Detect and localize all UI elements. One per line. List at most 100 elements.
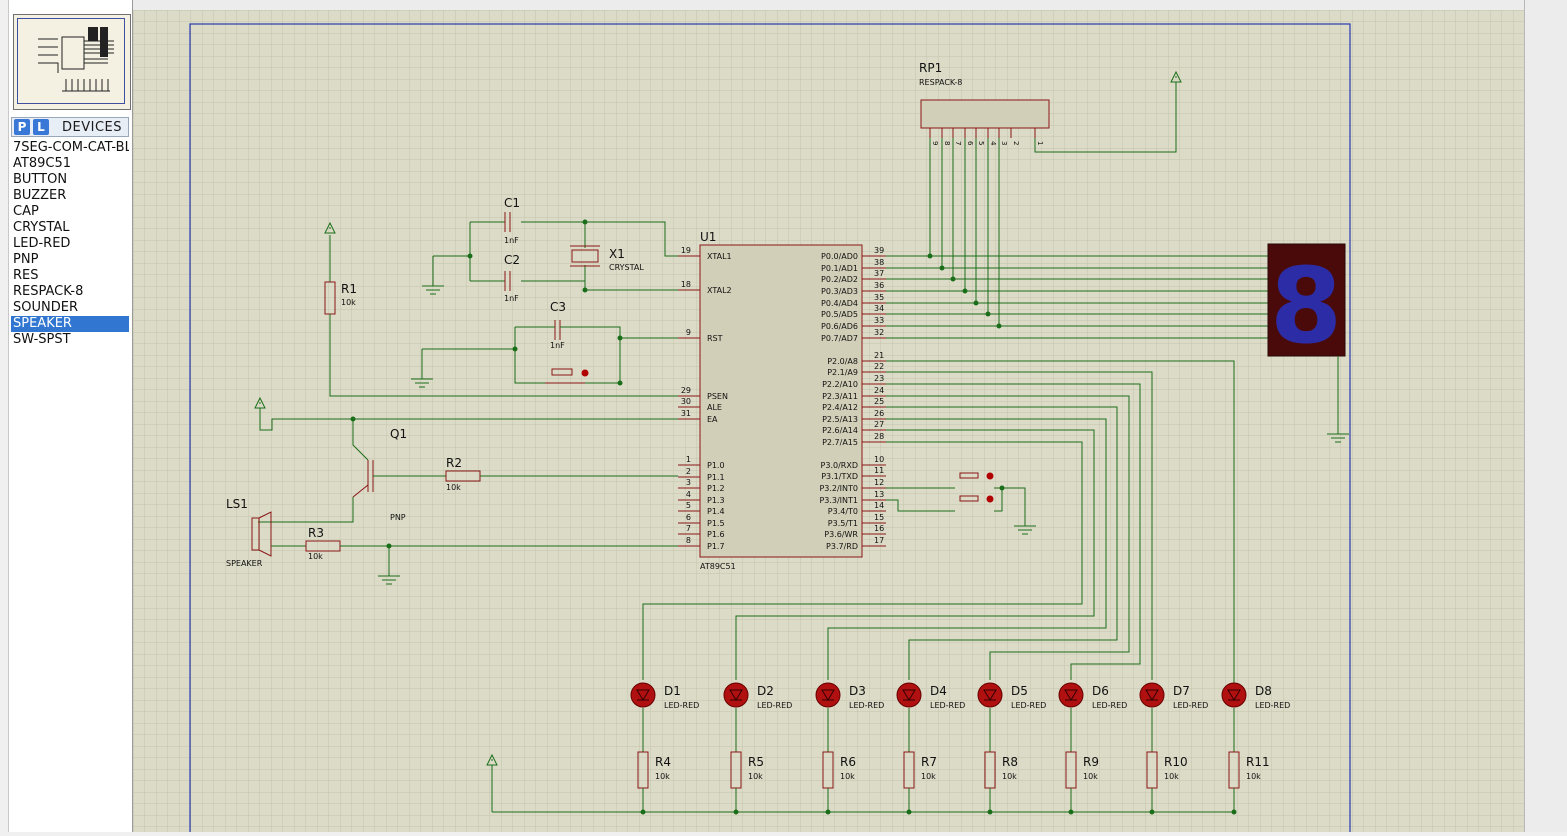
device-item[interactable]: RESPACK-8 xyxy=(13,284,84,299)
schematic-canvas[interactable]: U1AT89C5119XTAL118XTAL29RST29PSEN30ALE31… xyxy=(133,10,1524,836)
led-symbol xyxy=(636,689,650,701)
device-item[interactable]: LED-RED xyxy=(13,236,71,251)
led-resistor-ref: R9 xyxy=(1083,755,1099,769)
wire xyxy=(886,371,1153,680)
led-body xyxy=(815,682,841,708)
u1-pin-name: P1.7 xyxy=(707,542,725,551)
device-item[interactable]: SPEAKER xyxy=(11,316,129,332)
led-symbol xyxy=(1145,689,1159,701)
power-terminal xyxy=(486,753,498,766)
device-item[interactable]: BUTTON xyxy=(13,172,68,187)
u1-ref: U1 xyxy=(700,230,716,244)
r3-ref: R3 xyxy=(308,526,324,540)
led-resistor-value: 10k xyxy=(921,772,936,781)
c2-ref: C2 xyxy=(504,253,520,267)
r3-value: 10k xyxy=(308,552,323,561)
ground-symbol xyxy=(378,570,400,585)
u1-pin-name: P1.0 xyxy=(707,461,725,470)
right-scroll-panel[interactable] xyxy=(1524,0,1567,832)
u1-pin-name: P2.3/A11 xyxy=(822,392,858,401)
u1-pin-number: 25 xyxy=(874,397,884,406)
rp1-pin-number: 8 xyxy=(943,141,951,145)
int1-button-cap xyxy=(959,495,979,502)
led-resistor-value: 10k xyxy=(748,772,763,781)
device-item[interactable]: CAP xyxy=(13,204,39,219)
device-item[interactable]: SOUNDER xyxy=(13,300,78,315)
c3-value: 1nF xyxy=(550,341,565,350)
ground-symbol xyxy=(1327,428,1349,443)
u1-pin-name: EA xyxy=(707,415,718,424)
u1-pin-name: P3.0/RXD xyxy=(821,461,858,470)
devices-title: DEVICES xyxy=(62,120,122,135)
u1-pin-number: 29 xyxy=(681,386,691,395)
device-item[interactable]: SW-SPST xyxy=(13,332,71,347)
rp1-pin-number: 9 xyxy=(931,141,939,145)
c3-ref: C3 xyxy=(550,300,566,314)
led-type: LED-RED xyxy=(664,701,699,710)
led-ref: D6 xyxy=(1092,684,1109,698)
device-item[interactable]: RES xyxy=(13,268,39,283)
c2-value: 1nF xyxy=(504,294,519,303)
led-resistor-ref: R4 xyxy=(655,755,671,769)
led-resistor-ref: R10 xyxy=(1164,755,1188,769)
led-body xyxy=(723,682,749,708)
u1-pin-name: P0.4/AD4 xyxy=(821,299,858,308)
pick-devices-button[interactable]: P xyxy=(14,119,30,135)
led-type: LED-RED xyxy=(757,701,792,710)
u1-pin-number: 9 xyxy=(686,328,691,337)
wire xyxy=(886,395,1130,680)
power-terminal xyxy=(254,396,266,409)
device-item[interactable]: CRYSTAL xyxy=(13,220,70,235)
rp1-pin-number: 1 xyxy=(1036,141,1044,145)
device-item[interactable]: AT89C51 xyxy=(13,156,71,171)
rp1-ref: RP1 xyxy=(919,61,942,75)
u1-pin-number: 3 xyxy=(686,478,691,487)
r2-ref: R2 xyxy=(446,456,462,470)
led-symbol xyxy=(902,689,916,701)
ls1-cone xyxy=(258,511,272,557)
overview-sheet-outline xyxy=(17,18,125,104)
u1-pin-number: 14 xyxy=(874,501,884,510)
u1-pin-name: PSEN xyxy=(707,392,728,401)
u1-pin-number: 5 xyxy=(686,501,691,510)
u1-pin-name: P3.6/WR xyxy=(824,530,858,539)
led-symbol xyxy=(1227,689,1241,701)
u1-pin-name: P0.5/AD5 xyxy=(821,310,858,319)
led-resistor-ref: R11 xyxy=(1246,755,1270,769)
ground-symbol xyxy=(1014,520,1036,535)
led-ref: D7 xyxy=(1173,684,1190,698)
u1-pin-number: 17 xyxy=(874,536,884,545)
rp1-body xyxy=(920,99,1050,129)
u1-pin-name: XTAL1 xyxy=(707,252,732,261)
u1-pin-number: 32 xyxy=(874,328,884,337)
device-item[interactable]: 7SEG-COM-CAT-BL xyxy=(13,140,129,155)
sheet-border xyxy=(189,23,1351,836)
wire xyxy=(886,406,1118,680)
u1-pin-number: 6 xyxy=(686,513,691,522)
led-ref: D3 xyxy=(849,684,866,698)
ls1-body xyxy=(251,517,260,551)
led-type: LED-RED xyxy=(849,701,884,710)
u1-pin-number: 12 xyxy=(874,478,884,487)
led-resistor-value: 10k xyxy=(1002,772,1017,781)
u1-pin-number: 26 xyxy=(874,409,884,418)
u1-pin-number: 18 xyxy=(681,280,691,289)
wire xyxy=(886,383,1141,680)
u1-pin-number: 28 xyxy=(874,432,884,441)
u1-pin-name: P2.7/A15 xyxy=(822,438,858,447)
u1-pin-number: 36 xyxy=(874,281,884,290)
device-item[interactable]: BUZZER xyxy=(13,188,67,203)
u1-pin-name: P0.0/AD0 xyxy=(821,252,858,261)
editor-top-border xyxy=(133,0,1524,10)
u1-pin-number: 33 xyxy=(874,316,884,325)
device-item[interactable]: PNP xyxy=(13,252,39,267)
wire xyxy=(521,221,678,257)
library-manager-button[interactable]: L xyxy=(33,119,49,135)
u1-pin-number: 11 xyxy=(874,466,884,475)
led-resistor-ref: R8 xyxy=(1002,755,1018,769)
devices-header: P L DEVICES xyxy=(11,117,129,137)
overview-preview[interactable] xyxy=(13,14,131,110)
